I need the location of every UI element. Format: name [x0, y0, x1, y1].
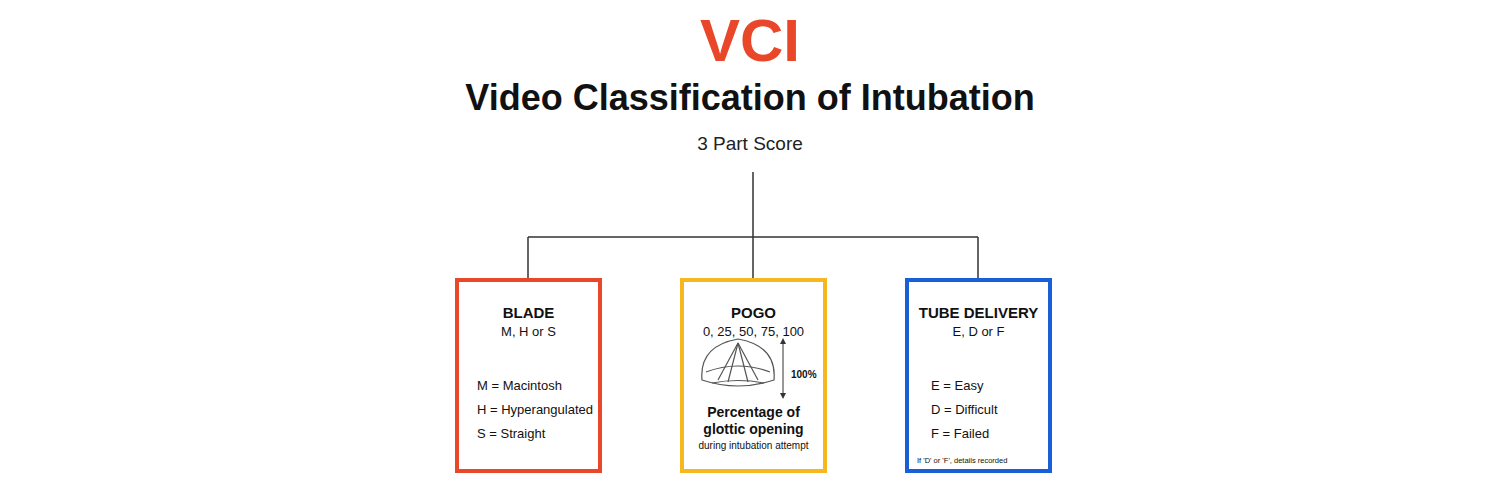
glottis-outline: [702, 339, 774, 386]
note-text: If 'D' or 'F', details recorded: [917, 456, 1048, 465]
tube-delivery-box: TUBE DELIVERY E, D or F E = Easy D = Diffic…: [905, 278, 1052, 473]
title: VCI: [0, 8, 1500, 74]
box-options: 0, 25, 50, 75, 100: [684, 324, 823, 340]
arytenoids: [712, 381, 764, 384]
tree-lines: [528, 172, 978, 278]
key-line: D = Difficult: [931, 402, 1048, 418]
subtitle: Video Classification of Intubation: [0, 78, 1500, 118]
rainbow-rule: [695, 169, 810, 172]
dimension-label: 100%: [791, 369, 825, 381]
key-line: M = Macintosh: [477, 378, 602, 394]
caption-text: Percentage of glottic opening: [688, 404, 819, 438]
key-line: E = Easy: [931, 378, 1048, 394]
key-line: S = Straight: [477, 426, 602, 442]
key-line: F = Failed: [931, 426, 1048, 442]
key-line: H = Hyperangulated: [477, 402, 602, 418]
box-options: E, D or F: [909, 324, 1048, 340]
box-heading: POGO: [684, 304, 823, 322]
box-heading: BLADE: [459, 304, 598, 322]
box-options: M, H or S: [459, 324, 598, 340]
vocal-cords: [718, 343, 758, 380]
vocal-folds: [728, 343, 748, 382]
note-text: during intubation attempt: [684, 440, 823, 452]
blade-box: BLADE M, H or S M = Macintosh H = Hyperangu…: [455, 278, 602, 473]
height-arrow: [783, 341, 784, 396]
pogo-box: POGO 0, 25, 50, 75, 100 100% Percentage of …: [680, 278, 827, 473]
box-heading: TUBE DELIVERY: [909, 304, 1048, 322]
glottis-illustration: [702, 339, 774, 386]
score-label: 3 Part Score: [0, 134, 1500, 155]
glottis-rim: [706, 366, 770, 372]
